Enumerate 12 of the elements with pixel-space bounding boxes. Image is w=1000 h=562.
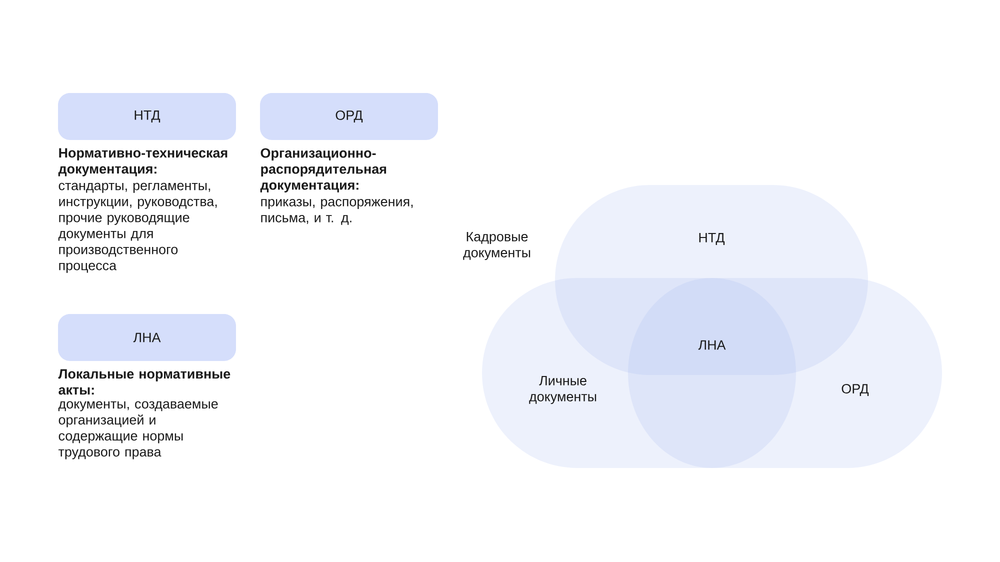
label-pill: ЛНА: [58, 314, 236, 361]
label-pill: ОРД: [260, 93, 438, 140]
description-text: документы, создаваемые организацией и содержащие нормы трудового права: [58, 401, 218, 460]
node-label: ОРД: [842, 384, 869, 396]
node-label: Личные документы: [529, 376, 596, 404]
description-heading: Организационно-распорядительная документация:: [260, 148, 386, 192]
description-heading: Нормативно-техническая документация:: [58, 148, 228, 176]
region-label: Кадровые документы: [463, 232, 530, 260]
label-pill: НТД: [58, 93, 236, 140]
description-heading: Локальные нормативные акты:: [58, 369, 230, 395]
description-text: стандарты, регламенты, инструкции, руководства, прочие руководящие документы для производственного процесса: [58, 182, 217, 273]
description-text: приказы, распоряжения, письма, и т. д.: [261, 199, 413, 225]
